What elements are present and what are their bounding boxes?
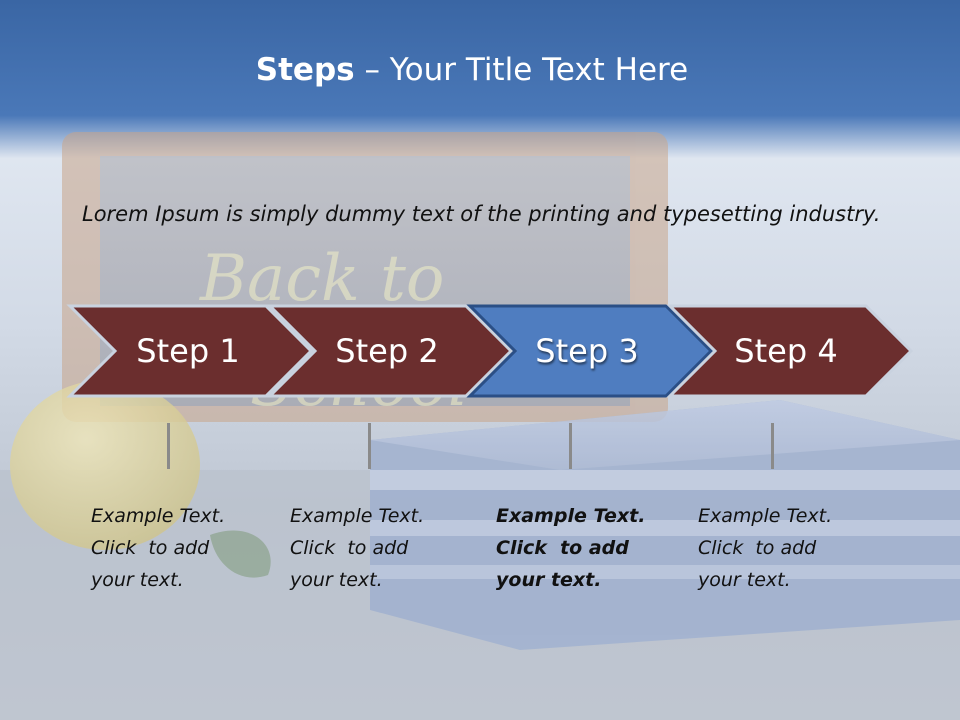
example-line: Click to add xyxy=(290,537,409,559)
step-1-label[interactable]: Step 1 xyxy=(136,332,240,370)
step-4-arrow[interactable] xyxy=(666,304,914,398)
example-line: Click to add xyxy=(496,537,629,559)
example-line: Example Text. xyxy=(290,505,425,527)
example-line: your text. xyxy=(698,569,791,591)
example-line: Example Text. xyxy=(698,505,833,527)
slide-title[interactable]: Steps – Your Title Text Here xyxy=(0,52,944,88)
step-2-example-text[interactable]: Example Text. Click to add your text. xyxy=(290,500,470,596)
step-4-example-text[interactable]: Example Text. Click to add your text. xyxy=(698,500,878,596)
example-line: your text. xyxy=(290,569,383,591)
example-line: your text. xyxy=(496,569,602,591)
step-1-example-text[interactable]: Example Text. Click to add your text. xyxy=(91,500,271,596)
svg-text:Back to: Back to xyxy=(199,242,444,316)
title-rest: – Your Title Text Here xyxy=(354,52,689,88)
step-1-arrow[interactable] xyxy=(66,304,314,398)
example-line: Example Text. xyxy=(91,505,226,527)
apple-image xyxy=(10,380,271,578)
step-3-example-text[interactable]: Example Text. Click to add your text. xyxy=(496,500,676,596)
books-image xyxy=(370,400,960,650)
example-line: Click to add xyxy=(91,537,210,559)
step-2-label[interactable]: Step 2 xyxy=(335,332,439,370)
step-2-connector xyxy=(368,423,371,469)
intro-paragraph[interactable]: Lorem Ipsum is simply dummy text of the … xyxy=(82,202,881,226)
example-line: Example Text. xyxy=(496,505,646,527)
example-line: your text. xyxy=(91,569,184,591)
step-4-label[interactable]: Step 4 xyxy=(734,332,838,370)
title-bold-part: Steps xyxy=(255,52,355,88)
step-3-label[interactable]: Step 3 xyxy=(535,332,639,370)
step-3-arrow[interactable] xyxy=(466,304,714,398)
step-4-connector xyxy=(771,423,774,469)
step-3-connector xyxy=(569,423,572,469)
step-1-connector xyxy=(167,423,170,469)
example-line: Click to add xyxy=(698,537,817,559)
step-2-arrow[interactable] xyxy=(266,304,514,398)
